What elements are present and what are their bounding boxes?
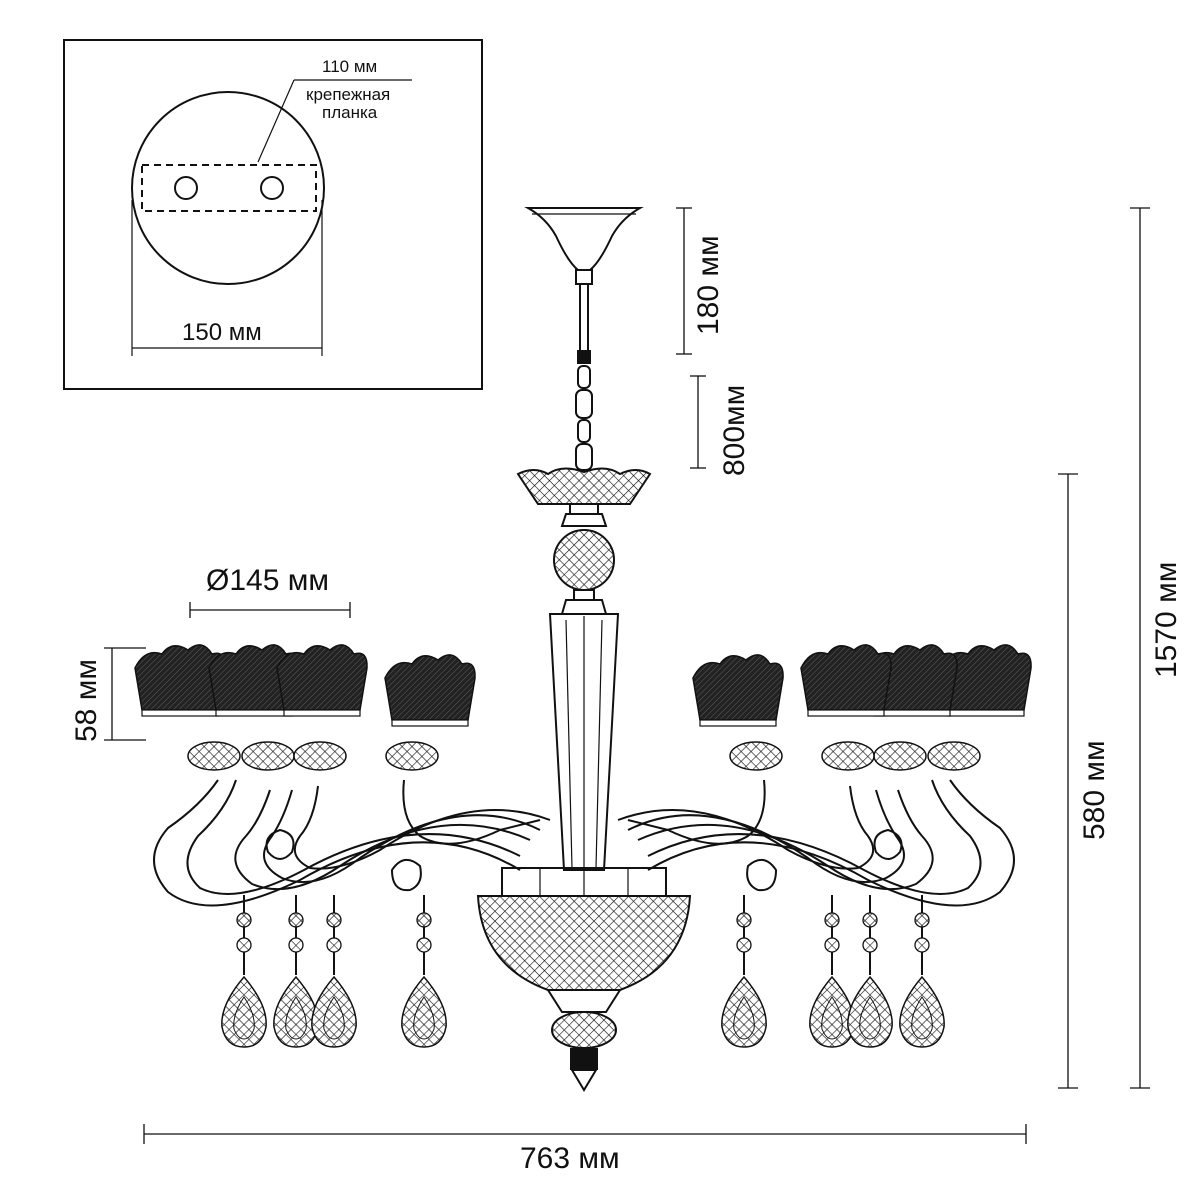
chandelier-elevation: [134, 207, 1032, 1092]
dimension-canopy-height: 180 мм: [676, 207, 725, 355]
chain-length-label: 800мм: [718, 385, 751, 476]
lamp-shades-left: [134, 644, 476, 771]
body-height-label: 580 мм: [1078, 740, 1111, 840]
mounting-hole-left: [174, 176, 198, 200]
canopy-height-label: 180 мм: [692, 235, 725, 335]
dimension-shade-height: 58 мм: [70, 647, 146, 742]
ceiling-canopy: [524, 207, 644, 271]
chain: [575, 365, 593, 471]
dimension-total-height: 1570 мм: [1130, 207, 1183, 1089]
dimension-body-height: 580 мм: [1058, 473, 1111, 1089]
central-column: [548, 613, 620, 871]
total-width-label: 763 мм: [520, 1142, 620, 1175]
mounting-plate: [141, 164, 317, 212]
mounting-hole-right: [260, 176, 284, 200]
arms-right: [617, 779, 1015, 907]
canopy-circle: [131, 91, 325, 285]
shade-diameter-label: Ø145 мм: [206, 564, 329, 597]
dimension-chain-length: 800мм: [690, 375, 751, 476]
central-bowl: [476, 895, 692, 991]
lamp-shades-right: [692, 644, 1032, 771]
total-height-label: 1570 мм: [1150, 562, 1183, 678]
bottom-finial-tip: [570, 1069, 598, 1092]
upper-ball: [553, 529, 615, 591]
canopy-plan-inset: 110 мм крепежная планка 150 мм: [63, 39, 483, 390]
shade-height-label: 58 мм: [70, 659, 103, 742]
dimension-total-width: 763 мм: [143, 1124, 1027, 1175]
canopy-diameter-label: 150 мм: [182, 319, 262, 346]
inset-frame: [63, 39, 483, 390]
plate-width-label: 110 мм: [322, 57, 377, 76]
arms-left: [153, 779, 551, 907]
upper-crown: [516, 467, 652, 505]
dimension-shade-diameter: Ø145 мм: [189, 564, 351, 618]
plate-name-line1: крепежная: [306, 85, 390, 104]
plate-name-line2: планка: [322, 103, 378, 122]
plate-leader-line: [257, 79, 295, 163]
lower-finial-ball: [551, 1011, 617, 1049]
